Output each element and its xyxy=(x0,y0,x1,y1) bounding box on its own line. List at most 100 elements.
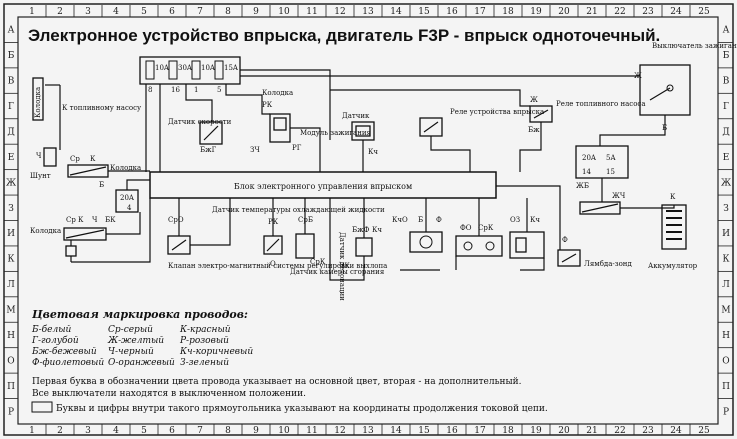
svg-text:РГ: РГ xyxy=(292,144,302,152)
to-fuel-pump-label: К топливному насосу xyxy=(62,104,142,112)
grid-row-label: О xyxy=(722,356,729,366)
grid-col-label: 3 xyxy=(85,426,91,436)
legend-color-entry: О-оранжевый xyxy=(108,358,175,368)
grid-row-label: В xyxy=(8,77,15,87)
legend-heading: Цветовая маркировка проводов: xyxy=(31,308,248,321)
svg-text:Датчик скорости: Датчик скорости xyxy=(168,118,232,126)
fuse-pin: 16 xyxy=(171,86,180,94)
legend-color-entry: Г-голубой xyxy=(31,335,79,346)
svg-text:5A: 5A xyxy=(606,154,616,162)
grid-col-label: 9 xyxy=(253,7,259,17)
grid-col-label: 19 xyxy=(530,426,542,436)
grid-row-label: Г xyxy=(723,102,729,112)
grid-col-label: 6 xyxy=(169,426,175,436)
svg-text:Лямбда-зонд: Лямбда-зонд xyxy=(584,260,632,268)
kolodka-bottom-left: Колодка Ср К Ч xyxy=(30,216,107,262)
ecu-label: Блок электронного управления впрыском xyxy=(234,182,412,191)
grid-col-label: 19 xyxy=(530,7,542,17)
battery: Аккумулятор К xyxy=(648,193,698,270)
svg-text:Реле топливного насоса: Реле топливного насоса xyxy=(556,100,646,108)
grid-row-label: Н xyxy=(7,331,15,341)
grid-row-label: Р xyxy=(723,407,729,417)
grid-col-label: 7 xyxy=(197,7,203,17)
grid-row-label: Н xyxy=(722,331,730,341)
legend-color-entry: Р-розовый xyxy=(179,336,229,346)
ecu-block: Блок электронного управления впрыском xyxy=(149,171,497,199)
grid-col-label: 4 xyxy=(113,426,119,436)
svg-text:4: 4 xyxy=(127,204,132,212)
fuse-top xyxy=(191,60,201,80)
legend-box-symbol xyxy=(31,401,53,413)
speed-sensor: Датчик скорости БжГ xyxy=(168,118,232,154)
grid-col-label: 20 xyxy=(558,426,570,436)
fuse-pin: 1 xyxy=(194,86,198,94)
grid-row-label: Д xyxy=(7,127,14,137)
grid-col-label: 1 xyxy=(29,7,35,17)
svg-text:Б: Б xyxy=(418,216,423,224)
svg-text:Датчик: Датчик xyxy=(342,112,370,120)
legend-color-entry: Ж-желтый xyxy=(107,336,164,346)
legend-color-entry: Кч-коричневый xyxy=(179,347,253,357)
grid-row-label: М xyxy=(6,306,15,316)
grid-col-label: 13 xyxy=(362,7,374,17)
grid-col-label: 13 xyxy=(362,426,374,436)
legend: Цветовая маркировка проводов: Б-белыйГ-г… xyxy=(31,308,548,414)
grid-col-label: 16 xyxy=(446,426,458,436)
svg-text:ЗЧ: ЗЧ xyxy=(250,146,260,154)
legend-color-entry: Ср-серый xyxy=(108,325,153,335)
svg-text:К: К xyxy=(78,216,84,224)
grid-col-label: 10 xyxy=(278,426,290,436)
legend-color-entry: Б-белый xyxy=(31,324,72,335)
legend-note-2: Все выключатели находятся в выключенном … xyxy=(32,389,306,399)
svg-text:Реле устройства впрыска: Реле устройства впрыска xyxy=(450,108,544,116)
svg-text:20A: 20A xyxy=(582,154,597,162)
svg-text:Ч: Ч xyxy=(92,216,98,224)
grid-col-label: 11 xyxy=(306,426,317,436)
grid-row-label: К xyxy=(723,255,730,265)
lambda-probe: Ф Лямбда-зонд xyxy=(557,236,632,268)
svg-text:Выключатель зажигания: Выключатель зажигания xyxy=(652,42,737,50)
svg-text:Модуль зажигания: Модуль зажигания xyxy=(300,129,372,137)
grid-col-label: 11 xyxy=(306,7,317,17)
grid-row-label: Е xyxy=(723,153,730,163)
svg-text:БжФ: БжФ xyxy=(352,226,370,234)
svg-text:Колодка: Колодка xyxy=(110,164,141,172)
svg-text:КчО: КчО xyxy=(392,216,408,224)
grid-row-label: П xyxy=(7,382,15,392)
svg-text:К: К xyxy=(670,193,676,201)
svg-text:ЖБ: ЖБ xyxy=(576,182,589,190)
kolodka-mid-left: Колодка Ср К Б xyxy=(67,155,141,189)
grid-row-label: Б xyxy=(723,51,730,61)
legend-note-3: Буквы и цифры внутри такого прямоугольни… xyxy=(56,404,548,414)
svg-text:Ф: Ф xyxy=(436,216,442,224)
svg-text:СрК: СрК xyxy=(310,258,326,266)
grid-col-label: 2 xyxy=(57,426,63,436)
svg-text:СрК: СрК xyxy=(478,224,494,232)
legend-note-1: Первая буква в обозначении цвета провода… xyxy=(32,376,522,387)
grid-row-label: Б xyxy=(8,51,15,61)
grid-row-label: П xyxy=(722,382,730,392)
grid-row-label: К xyxy=(8,255,15,265)
grid-col-label: 3 xyxy=(85,7,91,17)
fuse-top xyxy=(168,60,178,80)
grid-row-label: А xyxy=(723,26,730,36)
grid-col-label: 9 xyxy=(253,426,259,436)
grid-col-label: 5 xyxy=(141,426,147,436)
grid-col-label: 6 xyxy=(169,7,175,17)
grid-col-label: 22 xyxy=(614,426,625,436)
svg-text:Кч: Кч xyxy=(372,226,382,234)
shunt: Ч Шунт xyxy=(30,147,57,180)
grid-row-label: Р xyxy=(8,407,14,417)
grid-col-label: 15 xyxy=(418,7,430,17)
fuse-rating: 15A xyxy=(224,64,239,72)
grid-col-label: 25 xyxy=(698,426,710,436)
svg-text:Колодка: Колодка xyxy=(34,87,42,118)
grid-col-label: 24 xyxy=(670,426,682,436)
svg-text:ФО: ФО xyxy=(460,224,472,232)
svg-text:20A: 20A xyxy=(120,194,135,202)
